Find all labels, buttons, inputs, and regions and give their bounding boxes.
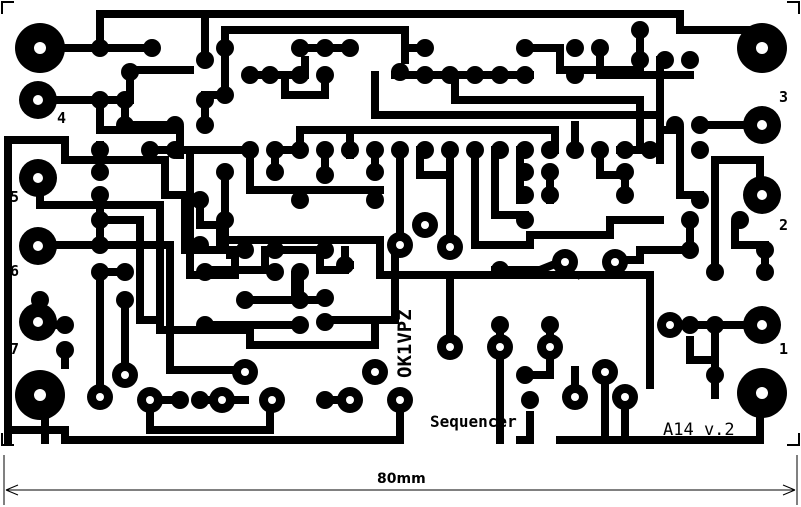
pin-label-3: 3 (779, 88, 789, 106)
pin-label-5: 5 (10, 188, 20, 206)
board-title: Sequencer (430, 412, 517, 431)
pin-label-1: 1 (779, 340, 789, 358)
pin-label-7: 7 (10, 340, 20, 358)
pin-label-4: 4 (57, 109, 67, 127)
pin-label-2: 2 (779, 216, 789, 234)
medium-pads (87, 212, 683, 413)
pin-label-6: 6 (10, 262, 20, 280)
small-pads (91, 21, 774, 409)
dimension-line (3, 455, 798, 505)
dimension-label: 80mm (377, 471, 426, 487)
pads (15, 21, 787, 420)
crop-marks (1, 1, 800, 446)
polarity-mark: + (575, 269, 583, 283)
board-version: A14 v.2 (663, 420, 735, 440)
author-callsign: OK1VPZ (394, 309, 416, 378)
